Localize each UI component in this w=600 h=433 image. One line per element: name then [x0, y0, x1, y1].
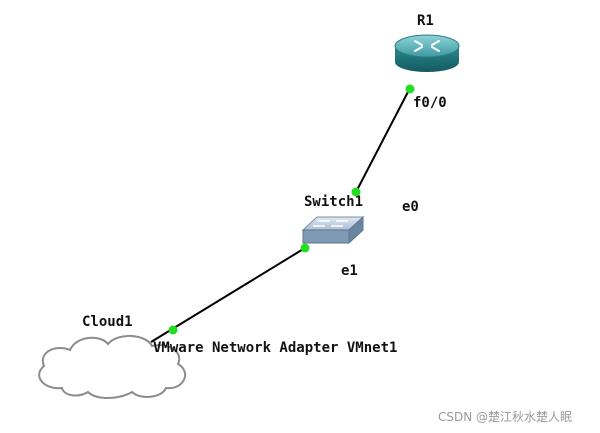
port-label-r1-f0-0: f0/0	[413, 95, 447, 111]
port-dot-switch-e0[interactable]	[351, 187, 361, 197]
switch-name-label: Switch1	[304, 194, 363, 210]
port-label-cloud-vmnet1: VMware Network Adapter VMnet1	[153, 340, 397, 356]
switch-switch1[interactable]: Switch1	[301, 194, 365, 245]
port-label-switch-e1: e1	[341, 263, 358, 279]
link-switch-cloud[interactable]	[150, 247, 306, 343]
cloud-name-label: Cloud1	[82, 314, 133, 330]
watermark-text: CSDN @楚江秋水楚人眠	[438, 410, 572, 424]
cloud-icon	[38, 335, 187, 399]
router-name-label: R1	[417, 13, 434, 29]
cloud-cloud1[interactable]: Cloud1	[38, 314, 187, 399]
port-dot-r1-f0-0[interactable]	[405, 84, 415, 94]
port-label-switch-e0: e0	[402, 199, 419, 215]
port-dot-cloud-vmnet1[interactable]	[168, 325, 178, 335]
router-r1[interactable]: R1	[394, 13, 460, 72]
router-icon	[394, 34, 460, 72]
port-dot-switch-e1[interactable]	[300, 243, 310, 253]
link-router-switch[interactable]	[355, 87, 411, 193]
switch-icon	[301, 215, 365, 245]
